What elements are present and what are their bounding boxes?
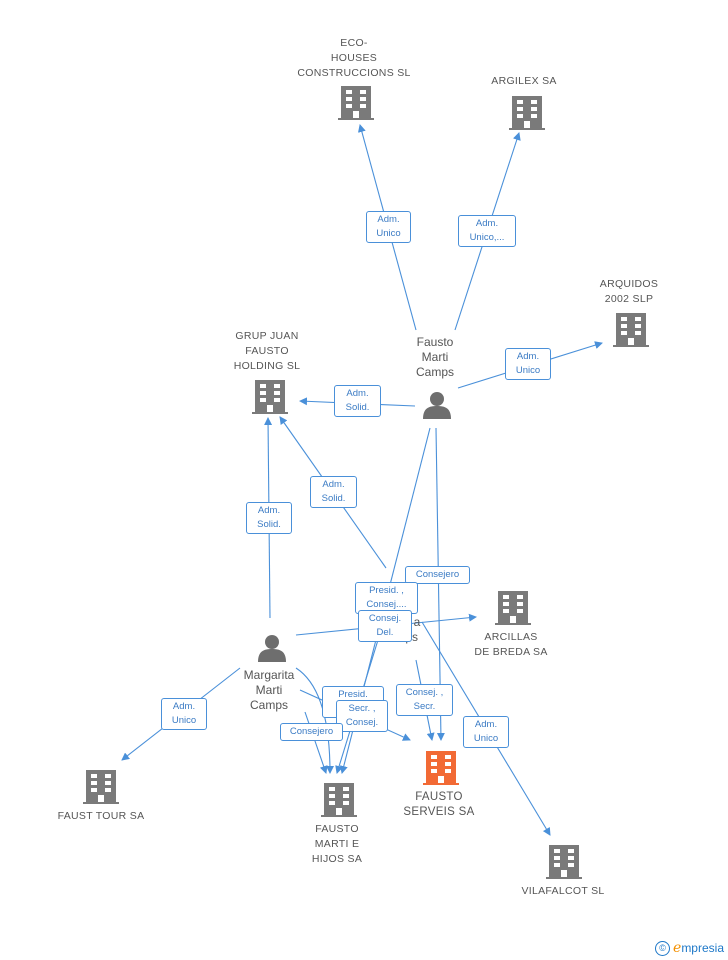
- building-icon-vilafalcot: [546, 845, 582, 879]
- role-badge-adm-unico-vilafalcot[interactable]: Adm.Unico: [463, 716, 509, 748]
- person-label-fausto[interactable]: Fausto Marti Camps: [415, 335, 454, 379]
- building-icon-grup-juan: [252, 380, 288, 414]
- role-badge-adm-unico-faust-tour[interactable]: Adm.Unico: [161, 698, 207, 730]
- company-label-arcillas[interactable]: ARCILLAS DE BREDA SA: [474, 631, 548, 658]
- role-badge-presid-consej[interactable]: Presid. ,Consej....: [355, 582, 418, 614]
- person-icon-margarita: [258, 635, 286, 662]
- person-label-margarita[interactable]: Margarita Marti Camps: [243, 668, 295, 712]
- role-badge-consejero-fausto[interactable]: Consejero: [405, 566, 470, 584]
- building-icon-fausto-serveis: [423, 751, 459, 785]
- role-badge-consejero-margarita[interactable]: Consejero: [280, 723, 343, 741]
- role-badge-adm-solid-margarita[interactable]: Adm.Solid.: [246, 502, 292, 534]
- role-badge-adm-solid-hidden[interactable]: Adm.Solid.: [310, 476, 357, 508]
- role-badge-adm-unico-eco[interactable]: Adm.Unico: [366, 211, 411, 243]
- role-badge-consej-del[interactable]: Consej.Del.: [358, 610, 412, 642]
- building-icon-arcillas: [495, 591, 531, 625]
- edge-margarita-hijos: [295, 667, 334, 774]
- role-badge-adm-unico-arquidos[interactable]: Adm.Unico: [505, 348, 551, 380]
- company-label-argilex[interactable]: ARGILEX SA: [491, 75, 557, 87]
- building-icon-arquidos: [613, 313, 649, 347]
- company-label-arquidos[interactable]: ARQUIDOS 2002 SLP: [599, 278, 659, 305]
- building-icon-argilex: [509, 96, 545, 130]
- company-label-grup-juan[interactable]: GRUP JUAN FAUSTO HOLDING SL: [233, 330, 301, 372]
- role-badge-consej-secr[interactable]: Consej. ,Secr.: [396, 684, 453, 716]
- company-label-eco-houses[interactable]: ECO- HOUSES CONSTRUCCIONS SL: [297, 37, 411, 79]
- company-label-fausto-serveis[interactable]: FAUSTO SERVEIS SA: [403, 791, 475, 818]
- company-label-vilafalcot[interactable]: VILAFALCOT SL: [521, 885, 605, 897]
- company-label-fausto-marti-hijos[interactable]: FAUSTO MARTI E HIJOS SA: [311, 823, 363, 865]
- role-badge-adm-solid-fausto[interactable]: Adm.Solid.: [334, 385, 381, 417]
- company-label-faust-tour[interactable]: FAUST TOUR SA: [57, 810, 145, 822]
- role-badge-secr-consej[interactable]: Secr. ,Consej.: [336, 700, 388, 732]
- copyright-icon: ©: [655, 940, 671, 956]
- edge-margarita-hijos-2: [304, 711, 328, 774]
- person-icon-fausto: [423, 392, 451, 419]
- role-badge-adm-unico-argilex[interactable]: Adm.Unico,...: [458, 215, 516, 247]
- building-icon-fausto-marti-hijos: [321, 783, 357, 817]
- building-icon-eco-houses: [338, 86, 374, 120]
- empresia-logo: © empresia: [655, 940, 724, 956]
- building-icon-faust-tour: [83, 770, 119, 804]
